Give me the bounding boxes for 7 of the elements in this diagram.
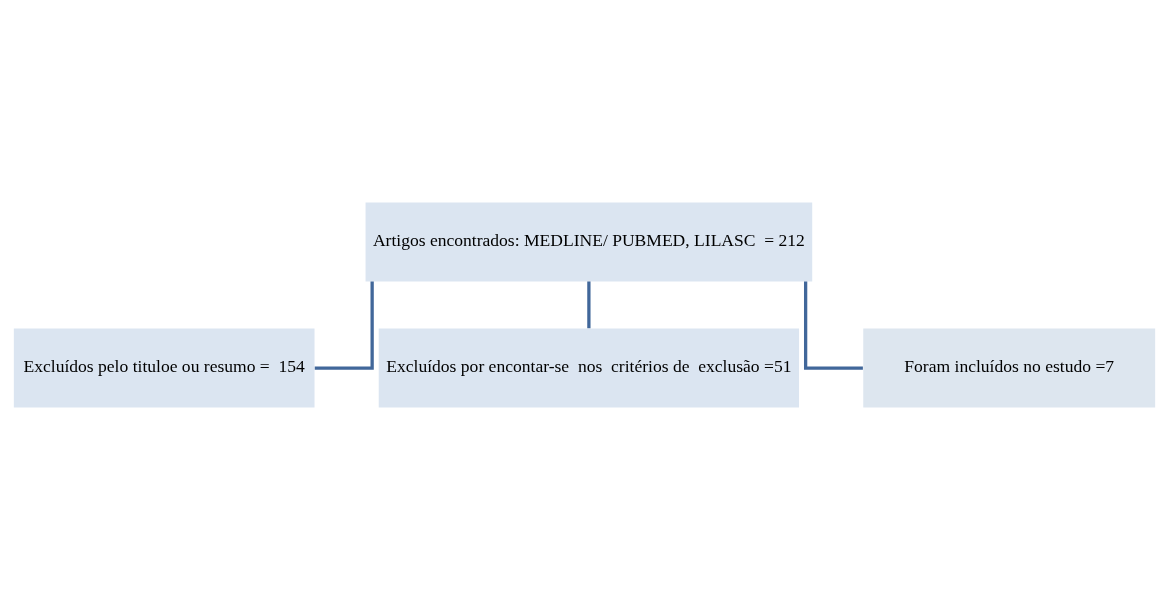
connector	[804, 281, 863, 370]
node-box: Artigos encontrados: MEDLINE/ PUBMED, LILASC = 212	[365, 202, 813, 282]
node-box: Excluídos pelo tituloe ou resumo = 154	[13, 328, 315, 408]
connector	[314, 281, 374, 370]
node-box: Excluídos por encontar-se nos critérios de exclusão =51	[378, 328, 800, 408]
node-box: Foram incluídos no estudo =7	[863, 328, 1156, 408]
connector	[587, 281, 591, 329]
